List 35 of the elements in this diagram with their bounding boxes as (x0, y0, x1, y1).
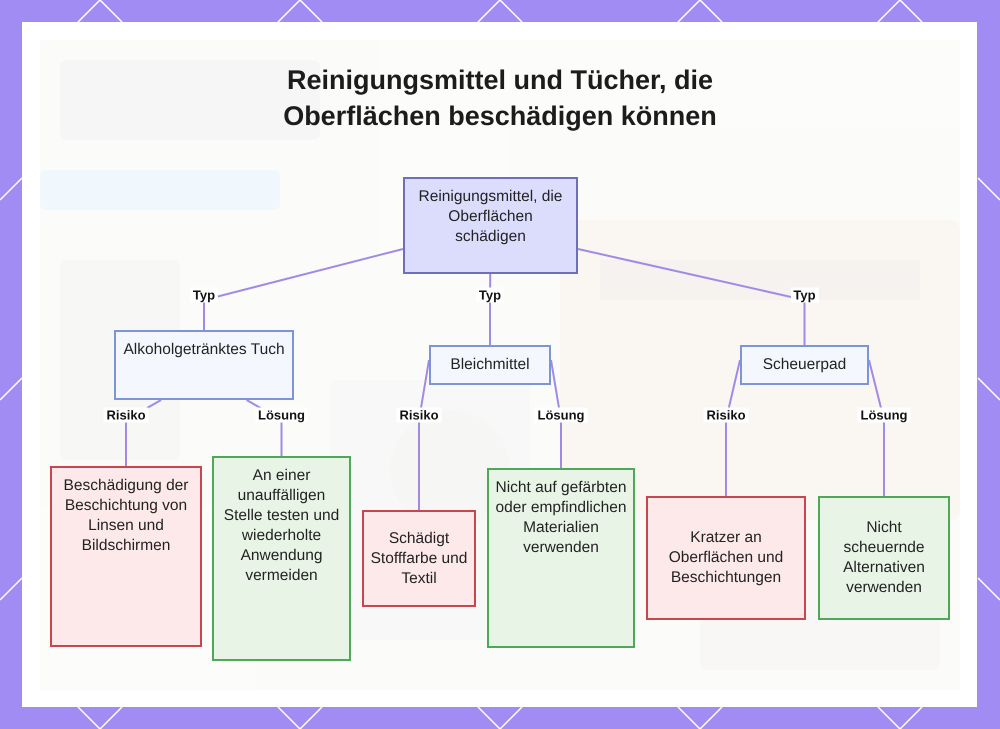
diagram-title: Reinigungsmittel und Tücher, die Oberflächen beschädigen können (282, 64, 718, 133)
connector-line (578, 248, 806, 345)
node-text: Nicht auf gefärbten oder empfindlichen Materialien verwenden (495, 478, 627, 558)
solution-box (487, 468, 635, 648)
edge-label: Lösung (858, 408, 910, 422)
node-text: Kratzer an Oberflächen und Beschichtungen (668, 528, 784, 588)
node-text: Bleichmittel (450, 355, 530, 375)
solution-box (818, 496, 950, 620)
connector-line (203, 248, 404, 330)
edge-label: Risiko (104, 408, 148, 422)
risk-box (646, 496, 806, 620)
edge-label: Risiko (396, 408, 442, 422)
node-text: Reinigungsmittel, die Oberflächen schädigen (418, 187, 564, 247)
edge-label: Typ (190, 288, 218, 302)
node-text: Nicht scheuernde Alternativen verwenden (842, 518, 926, 598)
edge-label: Lösung (255, 408, 308, 422)
connector-line (868, 360, 885, 496)
risk-box (362, 510, 476, 607)
solution-box (212, 456, 351, 661)
node-text: An einer unauffälligen Stelle testen und wiederholte Anwendung vermeiden (222, 466, 340, 586)
edge-label: Lösung (534, 408, 588, 422)
category-box (114, 330, 294, 400)
connector-line (418, 360, 430, 510)
category-box (429, 345, 551, 385)
risk-box (50, 466, 202, 647)
edge-label: Risiko (704, 408, 748, 422)
node-text: Schädigt Stofffarbe und Textil (370, 528, 468, 588)
node-text: Scheuerpad (762, 355, 846, 375)
connector-line (725, 360, 741, 496)
root-box (403, 177, 578, 274)
edge-label: Typ (476, 288, 504, 302)
node-text: Beschädigung der Beschichtung von Linsen und Bildschirmen (62, 476, 190, 556)
category-box (740, 345, 869, 385)
edge-label: Typ (790, 288, 819, 302)
node-text: Alkoholgetränktes Tuch (123, 340, 285, 360)
